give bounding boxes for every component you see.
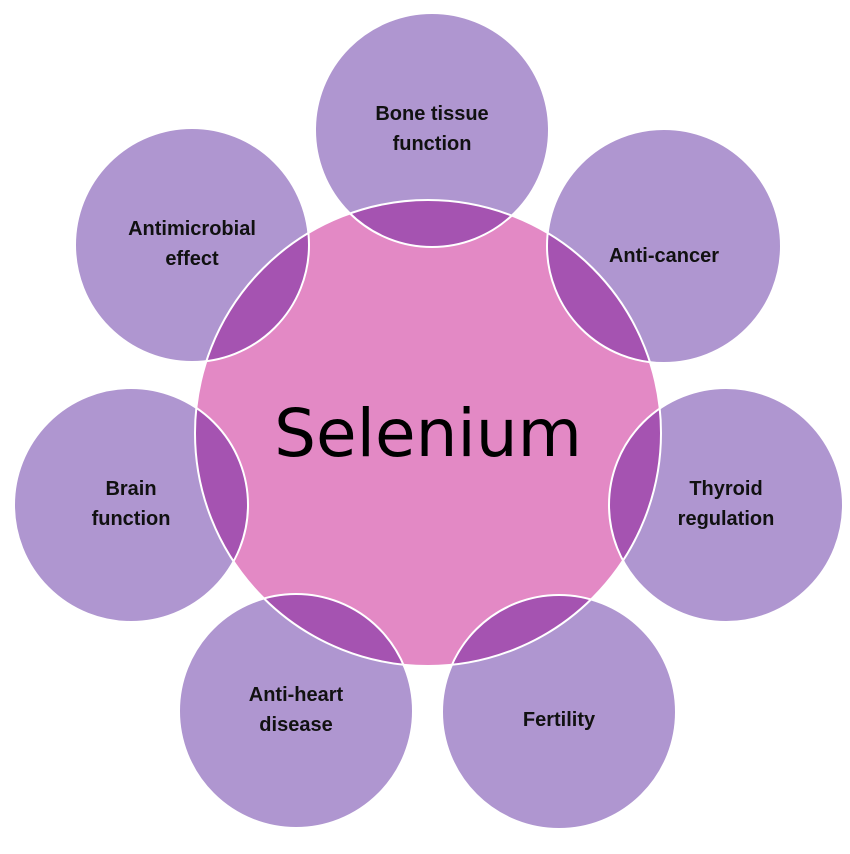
satellite-label-heart: Anti-heart disease: [249, 684, 344, 736]
satellite-label-thyroid: Thyroid regulation: [678, 478, 775, 530]
satellite-outline-antimicrobial: [74, 127, 310, 363]
satellite-label-line: Antimicrobial: [128, 218, 256, 240]
satellite-label-fertility: Fertility: [523, 709, 596, 731]
satellite-label-brain: Brain function: [92, 478, 171, 530]
satellite-label-line: function: [393, 133, 472, 155]
satellite-circle-bone: [315, 13, 549, 247]
satellite-label-line: Bone tissue: [375, 103, 488, 125]
satellite-label-anticancer: Anti-cancer: [609, 245, 719, 267]
satellite-label-line: Anti-cancer: [609, 245, 719, 267]
overlap-anticancer: [547, 200, 661, 363]
satellite-outline-anticancer: [546, 128, 782, 364]
overlap-antimicrobial: [195, 200, 309, 362]
satellite-outline-bone: [314, 12, 550, 248]
center-circle-outline: [194, 199, 662, 667]
satellite-circle-thyroid: [609, 388, 843, 622]
satellite-label-line: disease: [259, 714, 332, 736]
satellite-label-bone: Bone tissue function: [375, 103, 488, 155]
center-circle: [195, 200, 661, 666]
satellite-label-line: regulation: [678, 508, 775, 530]
satellite-label-line: Thyroid: [689, 478, 762, 500]
satellite-label-line: Brain: [105, 478, 156, 500]
satellite-label-line: Anti-heart: [249, 684, 344, 706]
satellite-circle-brain: [14, 388, 248, 622]
satellite-outline-heart: [178, 593, 414, 829]
satellite-label-line: Fertility: [523, 709, 596, 731]
satellite-label-line: effect: [165, 248, 219, 270]
satellite-label-antimicrobial: Antimicrobial effect: [128, 218, 256, 270]
satellite-outline-brain: [13, 387, 249, 623]
center-label: Selenium: [274, 395, 582, 472]
satellite-outline-thyroid: [608, 387, 844, 623]
satellite-label-line: function: [92, 508, 171, 530]
circle-outlines: [13, 12, 844, 830]
satellite-outline-fertility: [441, 594, 677, 830]
